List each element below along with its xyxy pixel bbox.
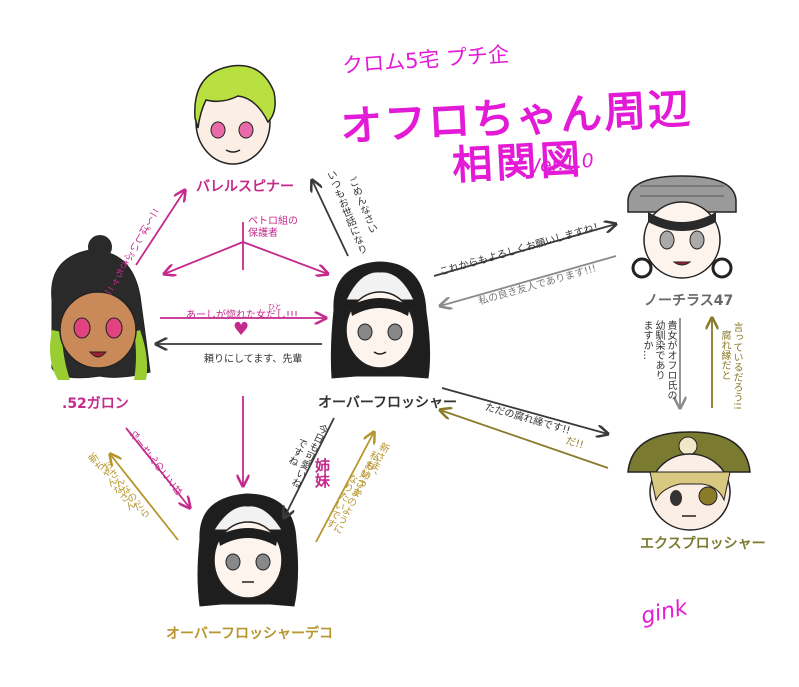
barrel-spinner-portrait: [194, 64, 276, 165]
heart-icon: ♥: [233, 319, 249, 340]
label-explosher-to-nautilus-b: 腐れ縁だと: [719, 330, 730, 380]
deco-portrait: [197, 493, 299, 607]
nautilus-portrait: [627, 175, 737, 279]
label-petro-1: ペトロ組の: [248, 216, 298, 227]
name-nautilus: ノーチラス47: [644, 293, 734, 309]
label-explosher-to-nautilus-a: 言っているだろう!!: [731, 322, 742, 411]
name-gallon: .52ガロン: [62, 396, 129, 412]
arrow-deco-to-over: [315, 432, 374, 543]
arrow-over-to-nautilus: [433, 224, 616, 277]
label-petro-2: 保護者: [248, 228, 278, 239]
arrow-over-to-deco: [284, 417, 335, 518]
arrow-over-to-explosher: [441, 387, 608, 434]
name-overflosher: オーバーフロッシャー: [318, 395, 458, 411]
label-gallon-to-over: あーしが惚れた女だし!!!: [186, 310, 299, 321]
arrow-gallon-to-barrel: [135, 190, 185, 266]
arrow-petro-right: [242, 241, 328, 274]
arrow-over-to-barrel: [312, 180, 349, 257]
explosher-portrait: [627, 431, 751, 531]
label-nautilus-to-explosher-b: 幼馴染であり: [653, 320, 664, 380]
label-nautilus-to-explosher-c: ますか…: [641, 320, 652, 360]
label-over-to-gallon: 頼りにしてます、先輩: [204, 354, 303, 365]
arrow-explosher-to-over: [440, 410, 609, 469]
label-sisters: 姉妹: [313, 458, 331, 488]
arrow-nautilus-to-over: [440, 255, 617, 306]
name-explosher: エクスプロッシャー: [640, 536, 766, 552]
arrow-gallon-to-deco: [125, 427, 190, 508]
gallon-portrait: [50, 235, 151, 380]
label-nautilus-to-explosher-a: 貴女がオフロ氏の: [665, 320, 676, 400]
arrow-deco-to-gallon: [110, 454, 179, 541]
name-deco: オーバーフロッシャーデコ: [166, 626, 334, 642]
arrow-petro-left: [164, 241, 244, 274]
overflosher-portrait: [330, 261, 431, 379]
name-barrel-spinner: バレルスピナー: [196, 179, 294, 195]
label-gallon-to-over-ruby: ひと: [268, 303, 282, 311]
